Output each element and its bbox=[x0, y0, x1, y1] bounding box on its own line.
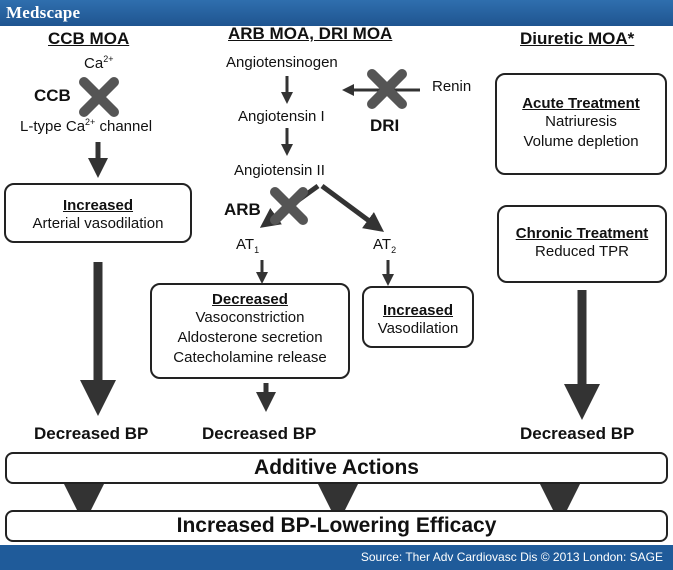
ccb-decreased-bp: Decreased BP bbox=[34, 424, 149, 443]
top-bar: Medscape bbox=[0, 0, 673, 26]
bottom-bar: Source: Ther Adv Cardiovasc Dis © 2013 L… bbox=[0, 545, 673, 570]
angiotensin-2-label: Angiotensin II bbox=[234, 162, 325, 179]
bp-lowering-efficacy-box: Increased BP-Lowering Efficacy bbox=[5, 510, 668, 542]
ccb-box-line: Arterial vasodilation bbox=[32, 215, 164, 232]
arb-dri-moa-title: ARB MOA, DRI MOA bbox=[228, 24, 393, 43]
chronic-treatment-box: Chronic Treatment Reduced TPR bbox=[497, 205, 667, 283]
angiotensinogen-label: Angiotensinogen bbox=[226, 54, 338, 71]
dri-label: DRI bbox=[370, 116, 400, 135]
ccb-label: CCB bbox=[34, 86, 71, 105]
at2-box-title: Increased bbox=[382, 302, 454, 319]
medscape-logo: Medscape bbox=[6, 3, 81, 22]
arb-decreased-bp: Decreased BP bbox=[202, 424, 317, 443]
renin-label: Renin bbox=[432, 78, 472, 95]
arrow-to-at2 bbox=[320, 183, 385, 232]
acute-title: Acute Treatment bbox=[522, 95, 640, 112]
diuretic-moa-title: Diuretic MOA* bbox=[520, 29, 635, 48]
at1-box-line-2: Aldosterone secretion bbox=[177, 329, 323, 346]
ccb-box-title: Increased bbox=[62, 197, 134, 214]
at1-label: AT1 bbox=[236, 236, 260, 255]
additive-actions-box: Additive Actions bbox=[5, 452, 668, 484]
source-credit: Source: Ther Adv Cardiovasc Dis © 2013 L… bbox=[360, 550, 663, 564]
at1-box-title: Decreased bbox=[212, 291, 288, 308]
dri-block-cross-icon bbox=[367, 69, 407, 109]
at2-increased-box: Increased Vasodilation bbox=[362, 286, 474, 348]
acute-line-1: Natriuresis bbox=[545, 113, 617, 130]
calcium-label: Ca2+ bbox=[84, 54, 114, 72]
acute-line-2: Volume depletion bbox=[523, 133, 639, 150]
chronic-line: Reduced TPR bbox=[535, 243, 629, 260]
acute-treatment-box: Acute Treatment Natriuresis Volume deple… bbox=[495, 73, 667, 175]
arb-label: ARB bbox=[224, 200, 261, 219]
at2-label: AT2 bbox=[373, 236, 397, 255]
ccb-increased-box: Increased Arterial vasodilation bbox=[4, 183, 192, 243]
at2-box-line: Vasodilation bbox=[377, 320, 459, 337]
l-type-channel-label: L-type Ca2+ channel bbox=[20, 117, 153, 135]
at1-box-line-3: Catecholamine release bbox=[173, 349, 327, 366]
chronic-title: Chronic Treatment bbox=[515, 225, 649, 242]
angiotensin-1-label: Angiotensin I bbox=[238, 108, 325, 125]
at1-box-line-1: Vasoconstriction bbox=[195, 309, 305, 326]
ccb-moa-title: CCB MOA bbox=[48, 29, 130, 48]
at1-decreased-box: Decreased Vasoconstriction Aldosterone s… bbox=[150, 283, 350, 379]
diuretic-decreased-bp: Decreased BP bbox=[520, 424, 635, 443]
arb-block-cross-icon bbox=[270, 187, 308, 225]
ccb-block-cross-icon bbox=[79, 77, 119, 117]
